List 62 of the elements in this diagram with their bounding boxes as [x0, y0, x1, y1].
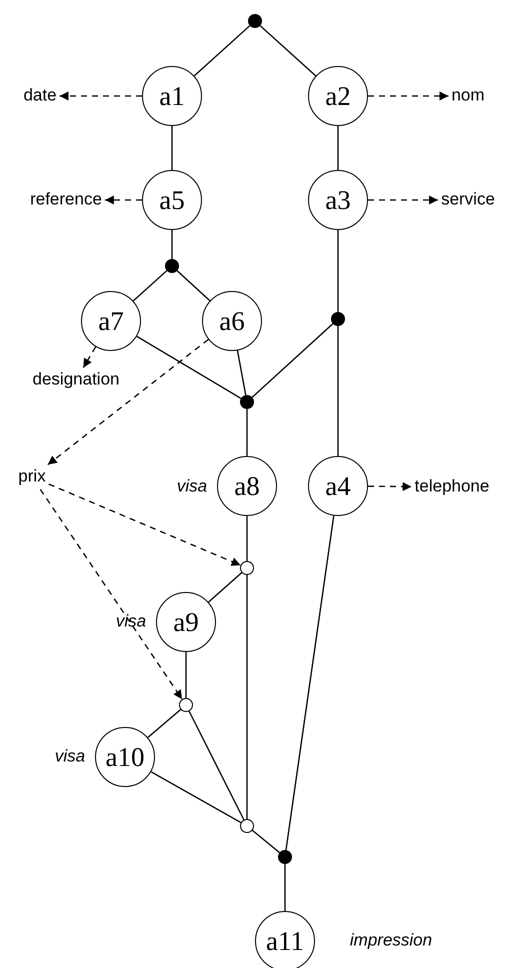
connector-line — [188, 710, 244, 820]
connector-line — [185, 652, 187, 698]
arrow — [368, 92, 448, 100]
connector-line — [246, 409, 248, 456]
state-circle: a2 — [308, 66, 368, 126]
attribute-label: service — [441, 190, 495, 210]
connector-line — [337, 230, 339, 312]
attribute-label: prix — [18, 468, 46, 486]
junction-circle — [240, 561, 254, 575]
state-circle: a11 — [255, 911, 315, 968]
state-circle: a10 — [95, 727, 155, 787]
attribute-label: date — [23, 86, 57, 106]
connector-line — [171, 126, 173, 170]
state-circle: a9 — [156, 592, 216, 652]
junction-dot — [331, 312, 345, 326]
junction-dot — [248, 14, 262, 28]
connector-line — [194, 25, 250, 76]
annotation-label: visa — [176, 478, 208, 496]
annotation-label: impression — [350, 932, 432, 950]
connector-line — [136, 336, 242, 399]
junction-circle — [240, 819, 254, 833]
arrow — [82, 346, 96, 368]
state-circle: a5 — [142, 170, 202, 230]
connector-line — [147, 709, 182, 738]
connector-line — [208, 572, 242, 603]
connector-line — [171, 230, 173, 259]
state-circle: a6 — [202, 291, 262, 351]
connector-line — [252, 323, 334, 398]
connector-line — [132, 270, 168, 302]
annotation-label: visa — [116, 612, 146, 632]
state-circle: a1 — [142, 66, 202, 126]
connector-line — [260, 25, 316, 76]
connector-line — [176, 270, 210, 302]
junction-dot — [165, 259, 179, 273]
connector-line — [337, 326, 339, 456]
annotation-label: visa — [54, 748, 86, 766]
arrow — [48, 483, 241, 566]
state-circle: a3 — [308, 170, 368, 230]
junction-dot — [240, 395, 254, 409]
arrow — [60, 92, 142, 100]
arrow — [104, 196, 142, 204]
state-circle: a8 — [217, 456, 277, 516]
attribute-label: designation — [32, 370, 120, 390]
connector-line — [285, 516, 334, 850]
attribute-label: nom — [451, 86, 485, 106]
connector-line — [252, 830, 280, 854]
attribute-label: reference — [30, 190, 102, 210]
connector-line — [337, 126, 339, 170]
attribute-label: telephone — [414, 478, 490, 496]
state-circle: a4 — [308, 456, 368, 516]
connector-line — [236, 350, 246, 396]
arrow — [47, 338, 209, 466]
junction-circle — [179, 698, 193, 712]
connector-line — [284, 864, 286, 911]
connector-line — [246, 575, 248, 819]
connector-line — [150, 771, 242, 824]
arrow — [40, 488, 183, 700]
arrow — [368, 482, 412, 492]
arrow — [368, 196, 438, 204]
junction-dot — [278, 850, 292, 864]
connector-line — [246, 516, 248, 561]
state-circle: a7 — [81, 291, 141, 351]
